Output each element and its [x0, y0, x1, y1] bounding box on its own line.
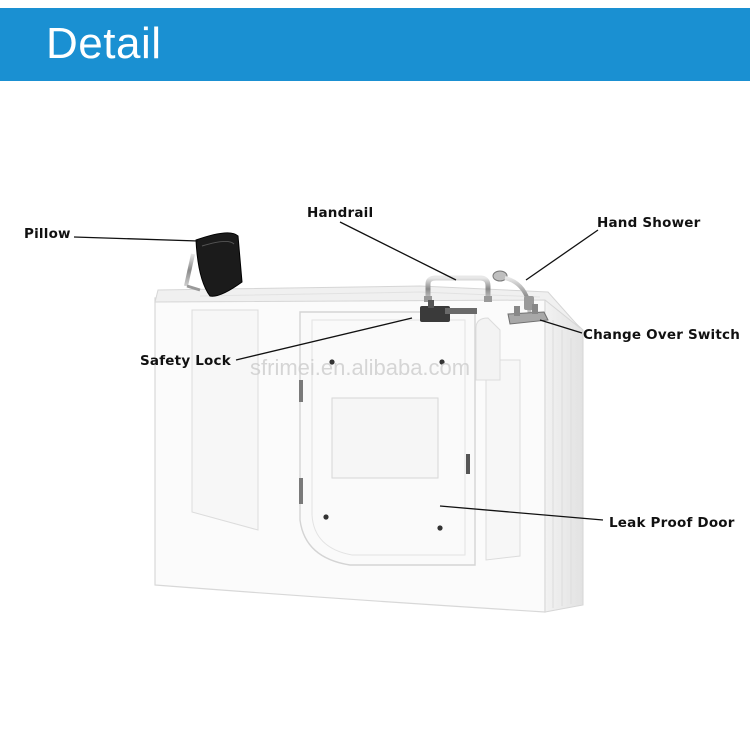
- pillow-headrest: [195, 232, 243, 297]
- header-banner: Detail: [0, 8, 750, 81]
- page-title: Detail: [46, 19, 162, 68]
- label-change-over-switch: Change Over Switch: [583, 327, 741, 343]
- door-screw: [323, 514, 329, 520]
- tub-rim: [154, 285, 581, 329]
- control-panel-cap: [475, 317, 501, 381]
- door-hinge: [299, 478, 303, 504]
- leader-line-leak-proof-door: [439, 505, 604, 521]
- label-safety-lock: Safety Lock: [140, 353, 231, 369]
- hand-shower-head: [492, 270, 508, 282]
- safety-lock: [420, 306, 450, 322]
- leader-line-pillow: [73, 236, 199, 242]
- leader-line-handrail: [339, 221, 457, 281]
- leader-line-change-over-switch: [539, 319, 583, 334]
- door-screw: [439, 359, 445, 365]
- tub-side-panel: [544, 293, 584, 613]
- left-recessed-panel: [191, 309, 259, 531]
- door-screw: [437, 525, 443, 531]
- label-leak-proof-door: Leak Proof Door: [609, 515, 735, 531]
- handrail-bar: [425, 275, 491, 300]
- leader-line-hand-shower: [525, 229, 599, 281]
- right-recessed-panel: [485, 359, 521, 561]
- leader-line-safety-lock: [235, 317, 413, 361]
- door-screw: [329, 359, 335, 365]
- label-hand-shower: Hand Shower: [597, 215, 701, 231]
- watermark: sfrimei.en.alibaba.com: [250, 355, 471, 380]
- label-pillow: Pillow: [24, 226, 71, 242]
- door-inner-panel: [331, 397, 439, 479]
- label-handrail: Handrail: [307, 205, 374, 221]
- door-hinge: [299, 380, 303, 402]
- door-latch: [466, 454, 470, 474]
